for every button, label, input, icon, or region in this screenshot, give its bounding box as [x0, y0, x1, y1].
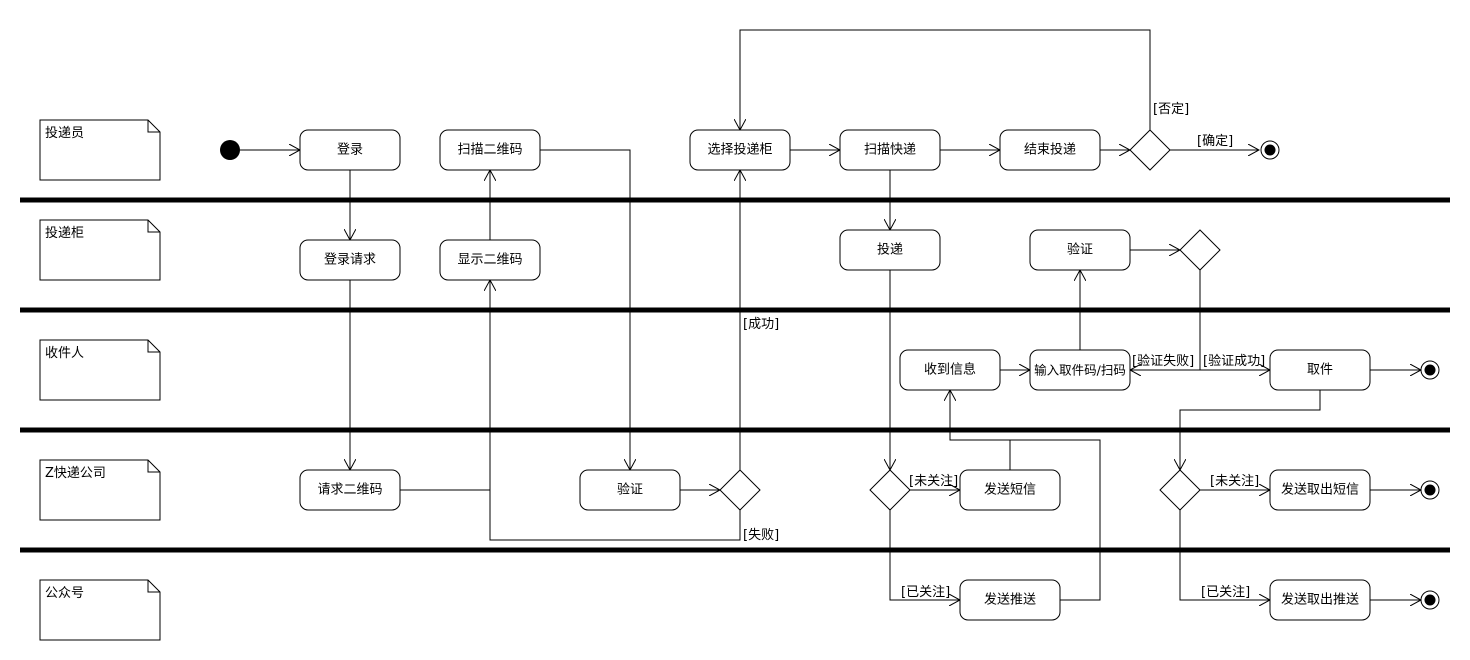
activity-end-delivery-label: 结束投递: [1024, 142, 1076, 158]
guard-not-followed: [未关注]: [909, 474, 958, 489]
activity-receive-info: 收到信息: [899, 349, 1001, 391]
activity-send-sms-label: 发送短信: [984, 482, 1036, 498]
activity-request-qr: 请求二维码: [299, 469, 401, 511]
flow-arrow: [950, 390, 1101, 601]
lane-recipient: 收件人: [39, 339, 161, 401]
activity-send-pickup-sms: 发送取出短信: [1269, 469, 1371, 511]
lane-company: Z快递公司: [39, 459, 161, 521]
activity-verify-company-label: 验证: [617, 482, 643, 498]
activity-login-request-label: 登录请求: [324, 253, 376, 268]
activity-verify-locker-label: 验证: [1067, 242, 1093, 258]
activity-send-push-label: 发送推送: [984, 592, 1036, 608]
lane-company-label: Z快递公司: [45, 466, 106, 481]
activity-scan-parcel: 扫描快递: [839, 129, 941, 171]
guard-fail: [失败]: [743, 528, 779, 543]
final-node: [1260, 140, 1280, 160]
activity-scan-qr: 扫描二维码: [439, 129, 541, 171]
lane-locker-label: 投递柜: [45, 225, 84, 241]
activity-pickup-label: 取件: [1307, 363, 1333, 378]
guard-followed: [已关注]: [1201, 585, 1250, 600]
decision-node: [1129, 129, 1171, 171]
activity-send-push: 发送推送: [959, 579, 1061, 621]
activity-input-code-label: 输入取件码/扫码: [1034, 363, 1126, 378]
activity-show-qr: 显示二维码: [439, 239, 541, 281]
guard-success: [成功]: [743, 317, 779, 332]
activity-deliver-label: 投递: [877, 242, 903, 258]
activity-send-pickup-push: 发送取出推送: [1269, 579, 1371, 621]
lane-courier-label: 投递员: [45, 125, 84, 141]
activity-login-request: 登录请求: [299, 239, 401, 281]
guard-followed: [已关注]: [901, 585, 950, 600]
flow-arrow: [540, 149, 630, 470]
final-node: [1420, 590, 1440, 610]
activity-show-qr-label: 显示二维码: [457, 253, 522, 268]
lane-locker: 投递柜: [39, 219, 161, 281]
activity-select-locker: 选择投递柜: [689, 129, 791, 171]
decision-node: [1179, 229, 1221, 271]
lane-courier: 投递员: [39, 119, 161, 181]
guard-verify-success: [验证成功]: [1203, 353, 1265, 369]
activity-login-label: 登录: [337, 143, 363, 158]
lane-official-label: 公众号: [45, 586, 84, 601]
initial-node: [220, 140, 240, 160]
guard-confirm: [确定]: [1197, 134, 1233, 149]
lane-official: 公众号: [39, 579, 161, 641]
activity-scan-qr-label: 扫描二维码: [457, 143, 522, 158]
lane-recipient-label: 收件人: [45, 346, 84, 361]
activity-deliver: 投递: [839, 229, 941, 271]
activity-request-qr-label: 请求二维码: [317, 483, 382, 498]
activity-scan-parcel-label: 扫描快递: [864, 143, 916, 158]
activity-send-sms: 发送短信: [959, 469, 1061, 511]
flows: [240, 29, 1421, 601]
activity-send-pickup-sms-label: 发送取出短信: [1281, 482, 1359, 498]
decision-node: [1159, 469, 1201, 511]
flow-arrow: [889, 510, 960, 600]
activity-verify-locker: 验证: [1029, 229, 1131, 271]
activity-receive-info-label: 收到信息: [924, 362, 976, 378]
guard-verify-fail: [验证失败]: [1132, 353, 1194, 369]
activity-select-locker-label: 选择投递柜: [707, 142, 772, 158]
guard-deny: [否定]: [1153, 102, 1189, 117]
activity-input-code: 输入取件码/扫码: [1029, 349, 1131, 391]
activity-send-pickup-push-label: 发送取出推送: [1281, 592, 1359, 608]
guard-not-followed: [未关注]: [1210, 474, 1259, 489]
final-node: [1420, 360, 1440, 380]
activity-verify-company: 验证: [579, 469, 681, 511]
flow-arrow: [1179, 510, 1270, 600]
activity-login: 登录: [299, 129, 401, 171]
decision-node: [869, 469, 911, 511]
flow-arrow: [740, 29, 1151, 130]
activity-end-delivery: 结束投递: [999, 129, 1101, 171]
activity-pickup: 取件: [1269, 349, 1371, 391]
flow-arrow: [1180, 390, 1321, 470]
final-node: [1420, 480, 1440, 500]
decision-node: [719, 469, 761, 511]
flow-line: [489, 490, 741, 541]
